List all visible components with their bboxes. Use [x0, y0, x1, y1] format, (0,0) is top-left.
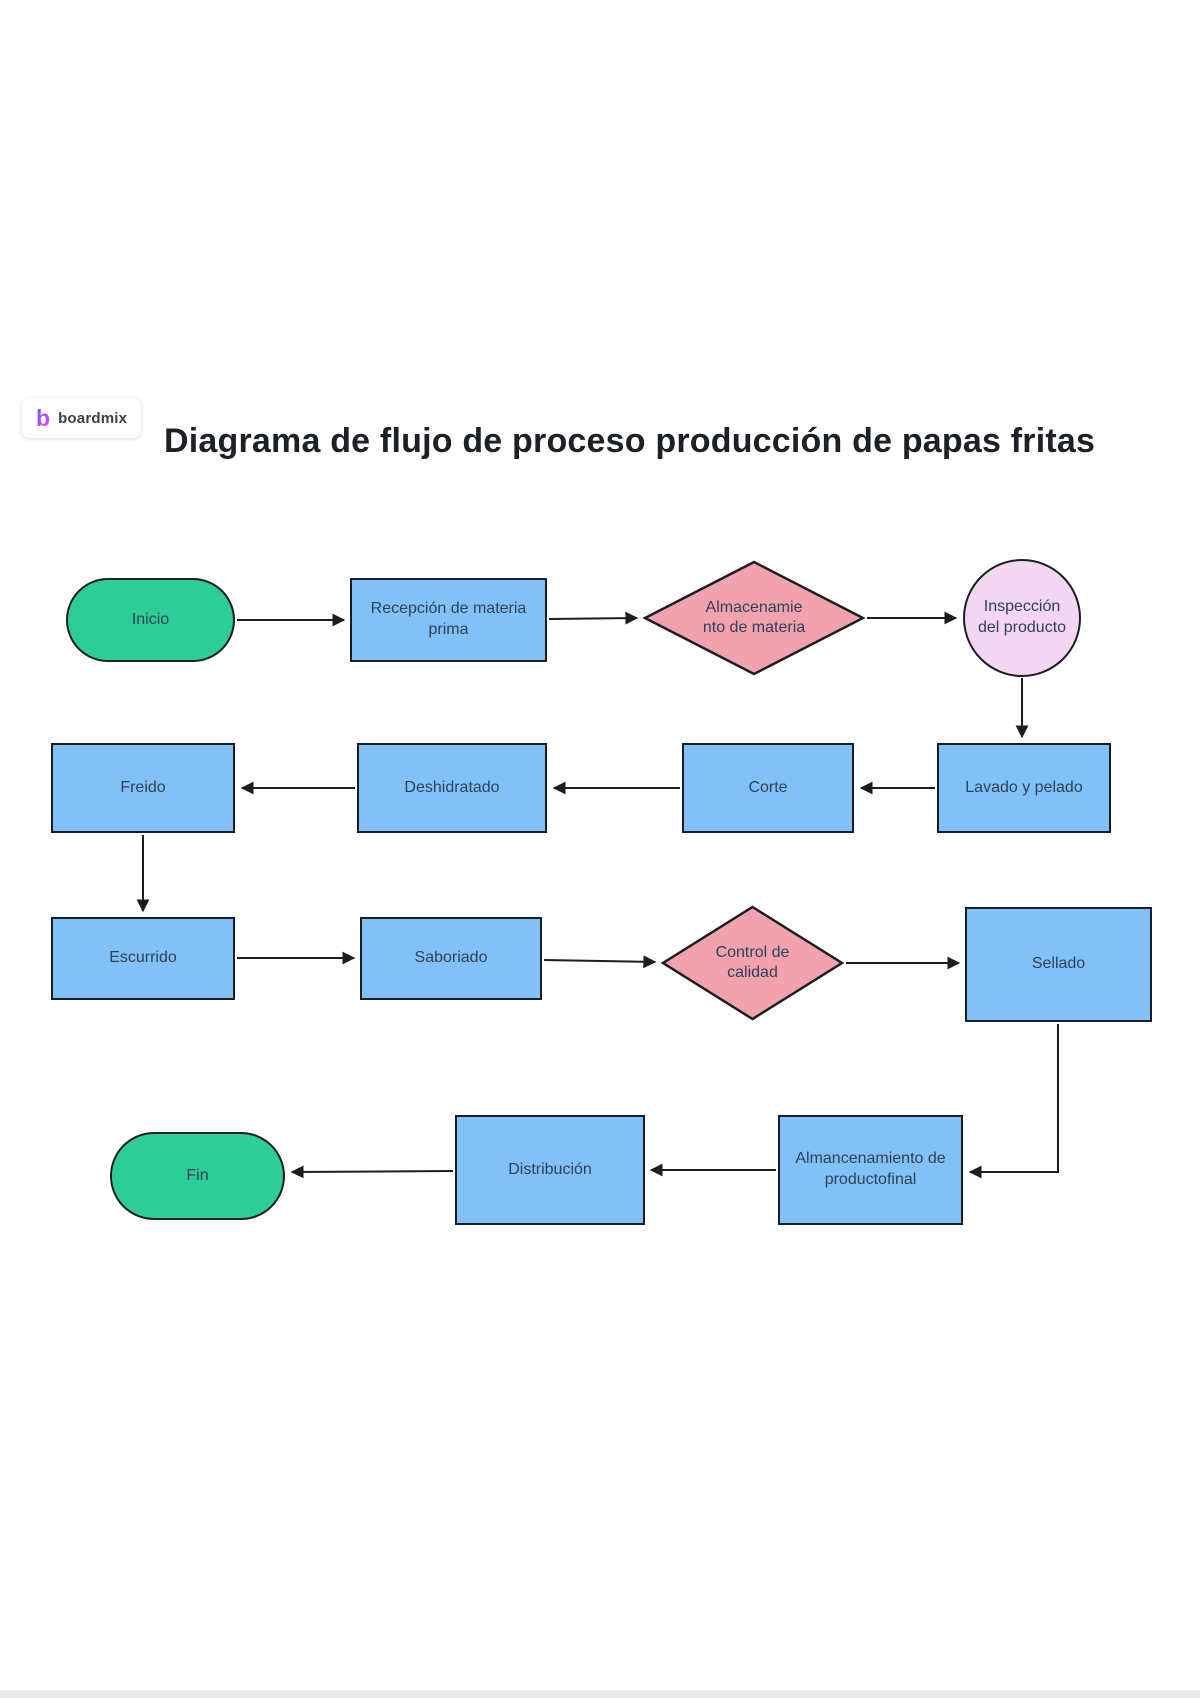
node-distribucion[interactable]: Distribución	[455, 1115, 645, 1225]
node-inicio-label: Inicio	[131, 610, 170, 628]
node-escurrido-label: Escurrido	[109, 949, 177, 967]
node-inicio[interactable]: Inicio	[66, 578, 235, 662]
node-sellado[interactable]: Sellado	[965, 907, 1152, 1022]
node-almacenamiento-final-label: Almancenamiento de productofinal	[795, 1150, 946, 1188]
node-escurrido[interactable]: Escurrido	[51, 917, 235, 1000]
node-corte-label: Corte	[748, 778, 788, 796]
node-distribucion-label: Distribución	[508, 1160, 592, 1178]
node-inspeccion-label: Inspección del producto	[977, 598, 1067, 636]
decision-diamond-shape	[661, 905, 844, 1021]
node-control-de-calidad[interactable]: Control de calidad	[661, 905, 844, 1021]
node-control-calidad-label: Control de calidad	[715, 944, 790, 981]
page-bottom-edge	[0, 1690, 1200, 1698]
node-saboriado[interactable]: Saboriado	[360, 917, 542, 1000]
node-lavado-y-pelado[interactable]: Lavado y pelado	[937, 743, 1111, 833]
node-freido[interactable]: Freido	[51, 743, 235, 833]
node-corte[interactable]: Corte	[682, 743, 854, 833]
node-saboriado-label: Saboriado	[414, 949, 488, 967]
node-recepcion-materia-prima[interactable]: Recepción de materia prima	[350, 578, 547, 662]
node-fin-label: Fin	[186, 1166, 209, 1184]
node-fin[interactable]: Fin	[110, 1132, 285, 1220]
node-almacenamiento-label: Almacenamie nto de materia	[702, 599, 806, 636]
connector-saboriado-control	[543, 955, 657, 969]
diagram-title: Diagrama de flujo de proceso producción …	[164, 422, 1096, 460]
connector-distribucion-fin	[290, 1165, 454, 1179]
connector-recepcion-almacenamiento	[548, 611, 639, 625]
node-deshidratado[interactable]: Deshidratado	[357, 743, 547, 833]
decision-diamond-shape	[643, 560, 865, 676]
boardmix-logo-text: boardmix	[58, 409, 128, 427]
node-almacenamiento-producto-final[interactable]: Almancenamiento de productofinal	[778, 1115, 963, 1225]
connector-sellado-almacenamiento-final	[968, 1024, 1059, 1179]
node-freido-label: Freido	[120, 778, 166, 796]
node-almacenamiento-de-materia[interactable]: Almacenamie nto de materia	[643, 560, 865, 676]
boardmix-badge[interactable]: b boardmix	[22, 398, 142, 438]
node-deshidratado-label: Deshidratado	[404, 778, 500, 796]
node-inspeccion-del-producto[interactable]: Inspección del producto	[963, 559, 1081, 677]
node-sellado-label: Sellado	[1031, 955, 1086, 973]
node-recepcion-label: Recepción de materia prima	[370, 600, 527, 638]
boardmix-logo-icon: b	[36, 404, 51, 431]
node-lavado-label: Lavado y pelado	[965, 778, 1083, 796]
